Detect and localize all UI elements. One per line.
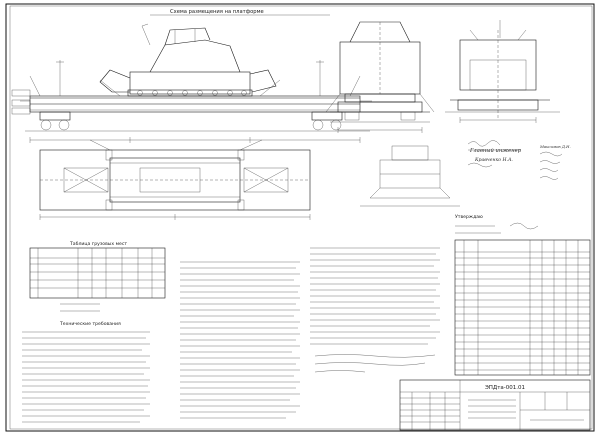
approval-block: Утверждаю (455, 214, 539, 234)
svg-text:Утверждаю: Утверждаю (455, 214, 483, 220)
signature-scribble (509, 222, 539, 230)
handwritten-side-note: Максимов Д.Н. (539, 144, 571, 180)
sheet-border (5, 3, 595, 432)
svg-text:Таблица грузовых мест: Таблица грузовых мест (69, 241, 127, 247)
drawing-code: ЭПДта-001.01 (485, 385, 525, 391)
notes-middle (180, 261, 300, 419)
handwritten-approval: Главный инженер Кравченко Н.А. (467, 140, 522, 168)
vehicle-side (99, 23, 277, 97)
dimension-leaders (56, 60, 324, 96)
detail-sketch (360, 145, 460, 207)
title-block: ЭПДта-001.01 (399, 379, 591, 431)
svg-text:Главный инженер: Главный инженер (469, 148, 522, 154)
end-view (325, 21, 435, 133)
cargo-table: Таблица грузовых мест (29, 241, 166, 312)
sheet-inner-border (9, 5, 593, 430)
scheme-title: Схема размещения на платформе (170, 9, 264, 15)
notes-right (310, 247, 440, 373)
left-callout-boxes (11, 89, 31, 115)
side-view (11, 23, 372, 143)
svg-text:Максимов Д.Н.: Максимов Д.Н. (539, 144, 571, 149)
svg-text:Технические требования: Технические требования (59, 321, 121, 327)
plan-view (39, 139, 311, 220)
signature-scribble (467, 140, 501, 147)
svg-text:Кравченко Н.А.: Кравченко Н.А. (474, 157, 513, 163)
notes-left: Технические требования (22, 321, 150, 423)
spec-table (454, 239, 591, 376)
right-detail-view (445, 20, 560, 123)
